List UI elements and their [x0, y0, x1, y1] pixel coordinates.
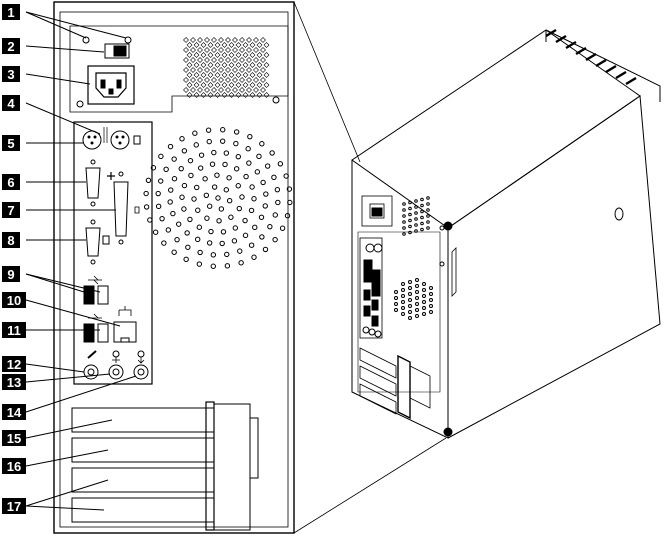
ventilation-grille-icon — [184, 38, 270, 98]
keyboard-symbol-icon — [104, 127, 107, 143]
usb-port-icon — [84, 276, 108, 342]
ventilation-grille-icon — [395, 197, 433, 320]
callout-17: 17 — [2, 498, 26, 514]
parallel-port-icon — [114, 172, 139, 244]
callout-13: 13 — [2, 374, 26, 390]
expansion-slots — [72, 402, 258, 530]
callout-9: 9 — [2, 266, 20, 282]
mouse-port-icon — [111, 131, 140, 149]
adapter-card-icon — [206, 402, 258, 530]
audio-line-out-icon — [109, 351, 123, 379]
expansion-slot-icon — [72, 468, 214, 492]
callout-4: 4 — [2, 95, 20, 111]
callout-number: 3 — [7, 67, 14, 82]
callout-number: 12 — [7, 357, 21, 372]
callout-number: 8 — [7, 233, 14, 248]
computer-tower-icon — [352, 30, 660, 438]
callout-2: 2 — [2, 38, 20, 54]
callout-10: 10 — [2, 292, 26, 308]
callout-number: 7 — [7, 203, 14, 218]
ethernet-port-icon — [114, 306, 136, 342]
power-switch-icon — [105, 44, 129, 58]
microphone-jack-icon — [84, 351, 98, 379]
callout-number: 2 — [7, 39, 14, 54]
callout-8: 8 — [2, 232, 20, 248]
callout-6: 6 — [2, 174, 20, 190]
callout-number: 4 — [7, 96, 15, 111]
callout-number: 9 — [7, 267, 14, 282]
callout-5: 5 — [2, 135, 20, 151]
callout-11: 11 — [2, 322, 26, 338]
callout-number: 10 — [7, 293, 21, 308]
callout-7: 7 — [2, 202, 20, 218]
expansion-slot-icon — [72, 438, 214, 462]
callout-number: 13 — [7, 375, 21, 390]
callout-number: 1 — [7, 5, 14, 20]
ac-power-connector-icon — [88, 66, 134, 104]
vga-port-icon — [86, 220, 109, 264]
callout-number: 16 — [7, 459, 21, 474]
fan-grille-icon — [144, 128, 292, 269]
callout-14: 14 — [2, 404, 26, 420]
callout-number: 17 — [7, 499, 21, 514]
callout-16: 16 — [2, 458, 26, 474]
serial-port-icon — [86, 160, 115, 206]
callout-1: 1 — [2, 4, 20, 20]
callout-number: 6 — [7, 175, 14, 190]
screw-icon — [77, 101, 83, 107]
io-connector-panel — [74, 122, 152, 384]
audio-line-in-icon — [134, 351, 148, 379]
callout-3: 3 — [2, 66, 20, 82]
callout-number: 15 — [7, 431, 21, 446]
callout-12: 12 — [2, 356, 26, 372]
power-supply-section — [70, 26, 288, 112]
callout-number: 5 — [7, 136, 14, 151]
expansion-slot-icon — [72, 408, 214, 432]
callout-15: 15 — [2, 430, 26, 446]
expansion-slot-icon — [72, 498, 214, 522]
callout-number: 14 — [7, 405, 22, 420]
callout-number: 11 — [7, 323, 21, 338]
screw-icon — [273, 97, 279, 103]
